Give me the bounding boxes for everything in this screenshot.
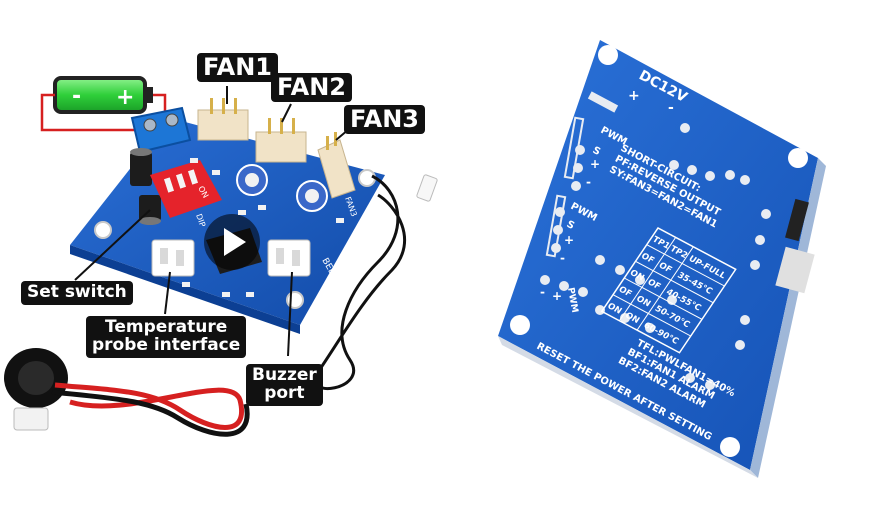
silk-minus-power: -: [668, 100, 674, 116]
label-temperature-line2: probe interface: [92, 334, 241, 355]
silk-s-1: S: [591, 145, 603, 158]
buzzer-socket: BEEP: [267, 239, 340, 282]
label-fan1: FAN1: [197, 53, 278, 83]
silk-plus-3: +: [552, 289, 562, 303]
label-buzzer-line2: port: [264, 382, 305, 403]
svg-text:-: -: [72, 84, 81, 109]
silk-pwm-3: PWM: [565, 287, 579, 314]
silk-minus-3: -: [540, 285, 545, 299]
label-buzzer-port: Buzzer port: [246, 364, 323, 406]
silk-plus-1: +: [590, 157, 600, 171]
temp-probe-socket: [151, 239, 195, 277]
battery-icon: - +: [53, 76, 153, 114]
power-terminal: [130, 106, 192, 154]
silk-plus-power: +: [628, 88, 640, 104]
label-temperature-line1: Temperature: [105, 317, 228, 337]
label-buzzer-line1: Buzzer: [252, 365, 317, 385]
capacitor: [130, 148, 161, 225]
svg-text:+: +: [116, 85, 134, 110]
play-video-icon[interactable]: [204, 214, 260, 270]
silk-plus-2: +: [564, 233, 574, 247]
left-board-photo: - + ON: [4, 76, 438, 437]
label-temperature-probe: Temperature probe interface: [86, 316, 247, 358]
buzzer-component: [4, 348, 250, 437]
fan2-connector: [255, 118, 307, 163]
probe-cable: [313, 174, 406, 391]
label-fan3: FAN3: [344, 105, 425, 135]
potentiometers: [236, 164, 328, 212]
dip-switch: ON DIP: [150, 160, 222, 228]
label-fan2: FAN2: [271, 73, 352, 103]
label-set-switch: Set switch: [21, 281, 133, 305]
silk-s-2: S: [565, 219, 577, 232]
silk-minus-1: -: [586, 175, 591, 189]
dip-label-silk: DIP: [194, 213, 207, 229]
silk-minus-2: -: [560, 251, 565, 265]
right-board-photo: DC12V + - PWM S + - PWM S + - - + PWM SH…: [498, 40, 826, 478]
fan1-connector: [197, 98, 249, 141]
